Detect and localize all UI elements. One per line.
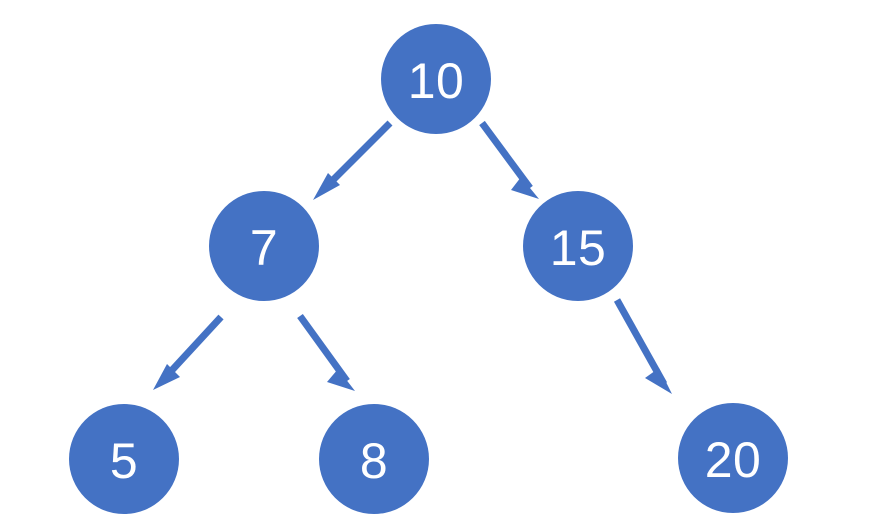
tree-node-7[interactable]: 7 xyxy=(209,191,319,301)
edge-left-to-leaf-5 xyxy=(153,314,224,390)
tree-node-15[interactable]: 15 xyxy=(523,191,633,301)
tree-node-10[interactable]: 10 xyxy=(381,24,491,134)
edge-line-10-15 xyxy=(479,120,533,191)
node-label-20: 20 xyxy=(705,432,762,488)
edge-line-7-8 xyxy=(297,313,350,384)
node-circle-7[interactable] xyxy=(209,191,319,301)
tree-node-20[interactable]: 20 xyxy=(678,403,788,513)
edge-left-to-leaf-8 xyxy=(297,313,355,391)
arrowhead-10-7 xyxy=(313,173,340,200)
node-circle-10[interactable] xyxy=(381,24,491,134)
arrowhead-15-20 xyxy=(645,368,672,394)
node-circle-15[interactable] xyxy=(523,191,633,301)
node-label-15: 15 xyxy=(550,220,607,276)
node-label-10: 10 xyxy=(408,53,465,109)
arrowhead-7-8 xyxy=(327,369,355,391)
edge-root-to-right xyxy=(479,120,539,199)
tree-node-8[interactable]: 8 xyxy=(319,404,429,514)
tree-node-5[interactable]: 5 xyxy=(69,404,179,514)
node-circle-20[interactable] xyxy=(678,403,788,513)
edge-line-15-20 xyxy=(613,298,668,386)
node-group: 10 7 15 5 8 20 xyxy=(69,24,788,514)
node-label-8: 8 xyxy=(360,433,388,489)
edge-root-to-left xyxy=(313,120,393,200)
node-circle-5[interactable] xyxy=(69,404,179,514)
arrowhead-7-5 xyxy=(153,364,180,390)
node-circle-8[interactable] xyxy=(319,404,429,514)
node-label-5: 5 xyxy=(110,433,138,489)
node-label-7: 7 xyxy=(250,220,278,276)
edge-group xyxy=(153,120,672,394)
edge-right-to-leaf-20 xyxy=(613,298,672,394)
arrowhead-10-15 xyxy=(511,177,539,199)
